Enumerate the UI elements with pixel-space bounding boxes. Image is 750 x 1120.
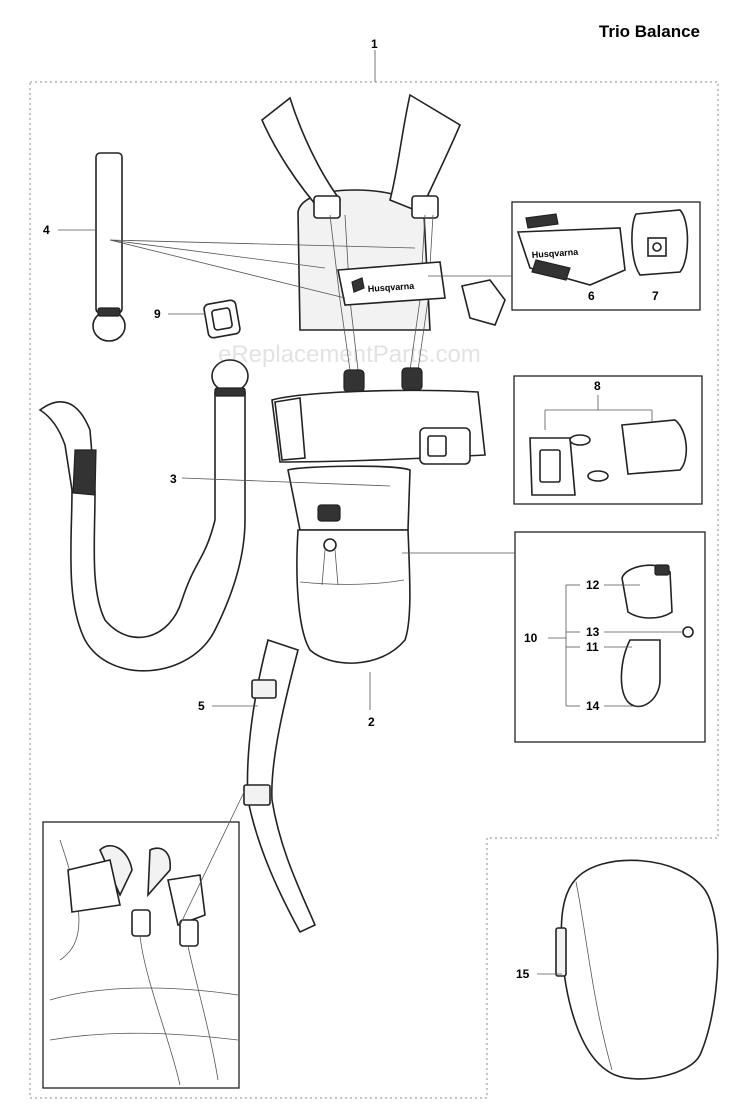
- callout-7: 7: [652, 289, 659, 303]
- callout-3: 3: [170, 472, 177, 486]
- part-5-strap: [243, 638, 317, 934]
- harness-assembly: Husqvarna: [261, 93, 506, 664]
- callout-13: 13: [586, 625, 600, 639]
- part-4-pad: [92, 152, 126, 342]
- callout-11: 11: [586, 640, 599, 654]
- detail-harness-view: [49, 839, 239, 1086]
- callout-2: 2: [368, 715, 375, 729]
- callout-1: 1: [371, 37, 378, 51]
- callout-9: 9: [154, 307, 161, 321]
- box-parts-10-14: [514, 531, 706, 743]
- part-7-clip: [631, 209, 689, 276]
- callout-5: 5: [198, 699, 205, 713]
- assembly-boundary: [29, 81, 719, 1099]
- callout-14: 14: [586, 699, 600, 713]
- callout-10: 10: [524, 631, 538, 645]
- detail-box: [42, 821, 240, 1089]
- part-8-buckle-set: [529, 419, 688, 496]
- callout-6: 6: [588, 289, 595, 303]
- part-3-strap: [38, 359, 249, 672]
- callout-15: 15: [516, 967, 530, 981]
- chest-logo: Husqvarna: [367, 281, 415, 294]
- part-9-buckle: [203, 299, 241, 339]
- pad-logo: Husqvarna: [531, 247, 579, 260]
- leader-lines: [58, 50, 682, 975]
- part-10-hook-assembly: [620, 564, 694, 708]
- callout-4: 4: [43, 223, 50, 237]
- part-6-chest-pad: Husqvarna: [516, 213, 626, 286]
- diagram-title: Trio Balance: [598, 22, 700, 41]
- part-15-cover: [555, 859, 719, 1080]
- callout-12: 12: [586, 578, 600, 592]
- callout-8: 8: [594, 379, 601, 393]
